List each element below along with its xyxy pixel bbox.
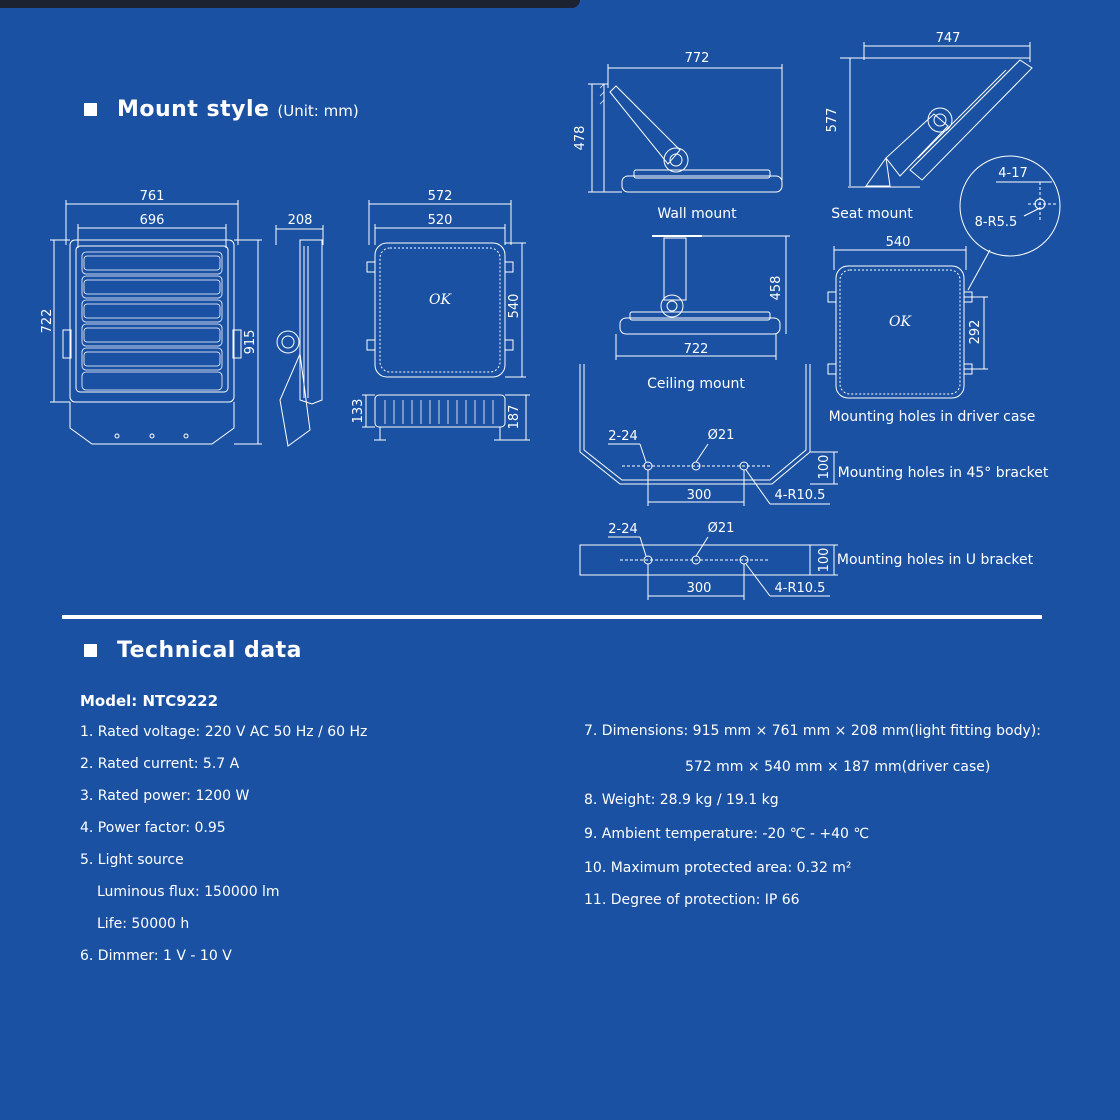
seat-height-label: 577 xyxy=(825,108,840,133)
section-divider xyxy=(62,615,1042,619)
holes-detail-a-label: 4-17 xyxy=(998,166,1028,181)
holes-detail-b-label: 8-R5.5 xyxy=(975,215,1018,230)
spec-item-2: 2. Rated current: 5.7 A xyxy=(80,756,240,772)
bracket45-height-label: 100 xyxy=(817,455,832,480)
driver-width-outer-label: 572 xyxy=(428,189,453,204)
wall-mount-caption: Wall mount xyxy=(657,206,737,222)
technical-data-title: Technical data xyxy=(117,638,302,663)
driver-logo-text: OK xyxy=(429,292,452,308)
square-bullet-icon xyxy=(84,103,97,116)
driver-height-label: 540 xyxy=(507,294,522,319)
ceiling-height-label: 458 xyxy=(769,276,784,301)
driver-top-drawing xyxy=(366,200,526,378)
bracketU-radius-label: 4-R10.5 xyxy=(775,581,826,596)
spec-item-5-flux: Luminous flux: 150000 lm xyxy=(97,884,280,900)
bracket-45-drawing xyxy=(579,364,838,506)
driver-side-drawing xyxy=(362,394,530,441)
spec-item-5: 5. Light source xyxy=(80,852,184,868)
wall-height-label: 478 xyxy=(573,126,588,151)
seat-width-label: 747 xyxy=(936,31,961,46)
bracket45-spacing-label: 300 xyxy=(687,488,712,503)
bracket-u-drawing xyxy=(579,536,838,600)
spec-item-7: 7. Dimensions: 915 mm × 761 mm × 208 mm(… xyxy=(584,723,1041,739)
seat-mount-drawing xyxy=(840,42,1033,188)
mount-style-title: Mount style xyxy=(117,97,270,122)
driver-side-left-label: 133 xyxy=(351,399,366,424)
front-height-right-label: 915 xyxy=(243,330,258,355)
spec-item-4: 4. Power factor: 0.95 xyxy=(80,820,226,836)
spec-item-10: 10. Maximum protected area: 0.32 m² xyxy=(584,860,852,876)
model-label: Model: NTC9222 xyxy=(80,692,219,710)
side-depth-label: 208 xyxy=(288,213,313,228)
bracket45-caption: Mounting holes in 45° bracket xyxy=(838,465,1049,481)
mount-style-heading: Mount style (Unit: mm) xyxy=(84,97,359,122)
front-view-drawing xyxy=(50,200,262,445)
spec-item-11: 11. Degree of protection: IP 66 xyxy=(584,892,800,908)
ceiling-width-label: 722 xyxy=(684,342,709,357)
spec-item-9: 9. Ambient temperature: -20 ℃ - +40 ℃ xyxy=(584,826,870,842)
front-width-outer-label: 761 xyxy=(140,189,165,204)
bracketU-spacing-label: 300 xyxy=(687,581,712,596)
bracket45-radius-label: 4-R10.5 xyxy=(775,488,826,503)
driver-side-right-label: 187 xyxy=(507,405,522,430)
mount-style-unit: (Unit: mm) xyxy=(277,102,359,120)
bracketU-caption: Mounting holes in U bracket xyxy=(837,552,1034,568)
bracketU-slot-label: 2-24 xyxy=(608,522,638,537)
driver-holes-caption: Mounting holes in driver case xyxy=(829,409,1036,425)
mount-drawings: 761 696 722 915 208 572 520 540 133 187 … xyxy=(40,31,1061,600)
front-height-left-label: 722 xyxy=(40,309,55,334)
seat-mount-caption: Seat mount xyxy=(831,206,913,222)
spec-item-1: 1. Rated voltage: 220 V AC 50 Hz / 60 Hz xyxy=(80,724,368,740)
wall-width-label: 772 xyxy=(685,51,710,66)
holes-width-label: 540 xyxy=(886,235,911,250)
top-bar xyxy=(0,0,580,8)
driver-width-inner-label: 520 xyxy=(428,213,453,228)
spec-item-7-driver: 572 mm × 540 mm × 187 mm(driver case) xyxy=(685,759,991,775)
ceiling-mount-caption: Ceiling mount xyxy=(647,376,745,392)
front-width-inner-label: 696 xyxy=(140,213,165,228)
spec-item-8: 8. Weight: 28.9 kg / 19.1 kg xyxy=(584,792,779,808)
driver-holes-drawing xyxy=(827,155,1061,399)
spec-item-5-life: Life: 50000 h xyxy=(97,916,190,932)
bracket45-hole-label: Ø21 xyxy=(708,428,735,443)
wall-mount-drawing xyxy=(588,64,783,193)
bracket45-slot-label: 2-24 xyxy=(608,429,638,444)
technical-data-heading: Technical data xyxy=(84,638,302,663)
holes-logo-text: OK xyxy=(889,314,912,330)
spec-item-6: 6. Dimmer: 1 V - 10 V xyxy=(80,948,232,964)
bracketU-height-label: 100 xyxy=(817,548,832,573)
square-bullet-icon xyxy=(84,644,97,657)
side-view-drawing xyxy=(275,225,324,447)
spec-item-3: 3. Rated power: 1200 W xyxy=(80,788,250,804)
bracketU-hole-label: Ø21 xyxy=(708,521,735,536)
ceiling-mount-drawing xyxy=(615,235,790,360)
holes-height-label: 292 xyxy=(968,320,983,345)
